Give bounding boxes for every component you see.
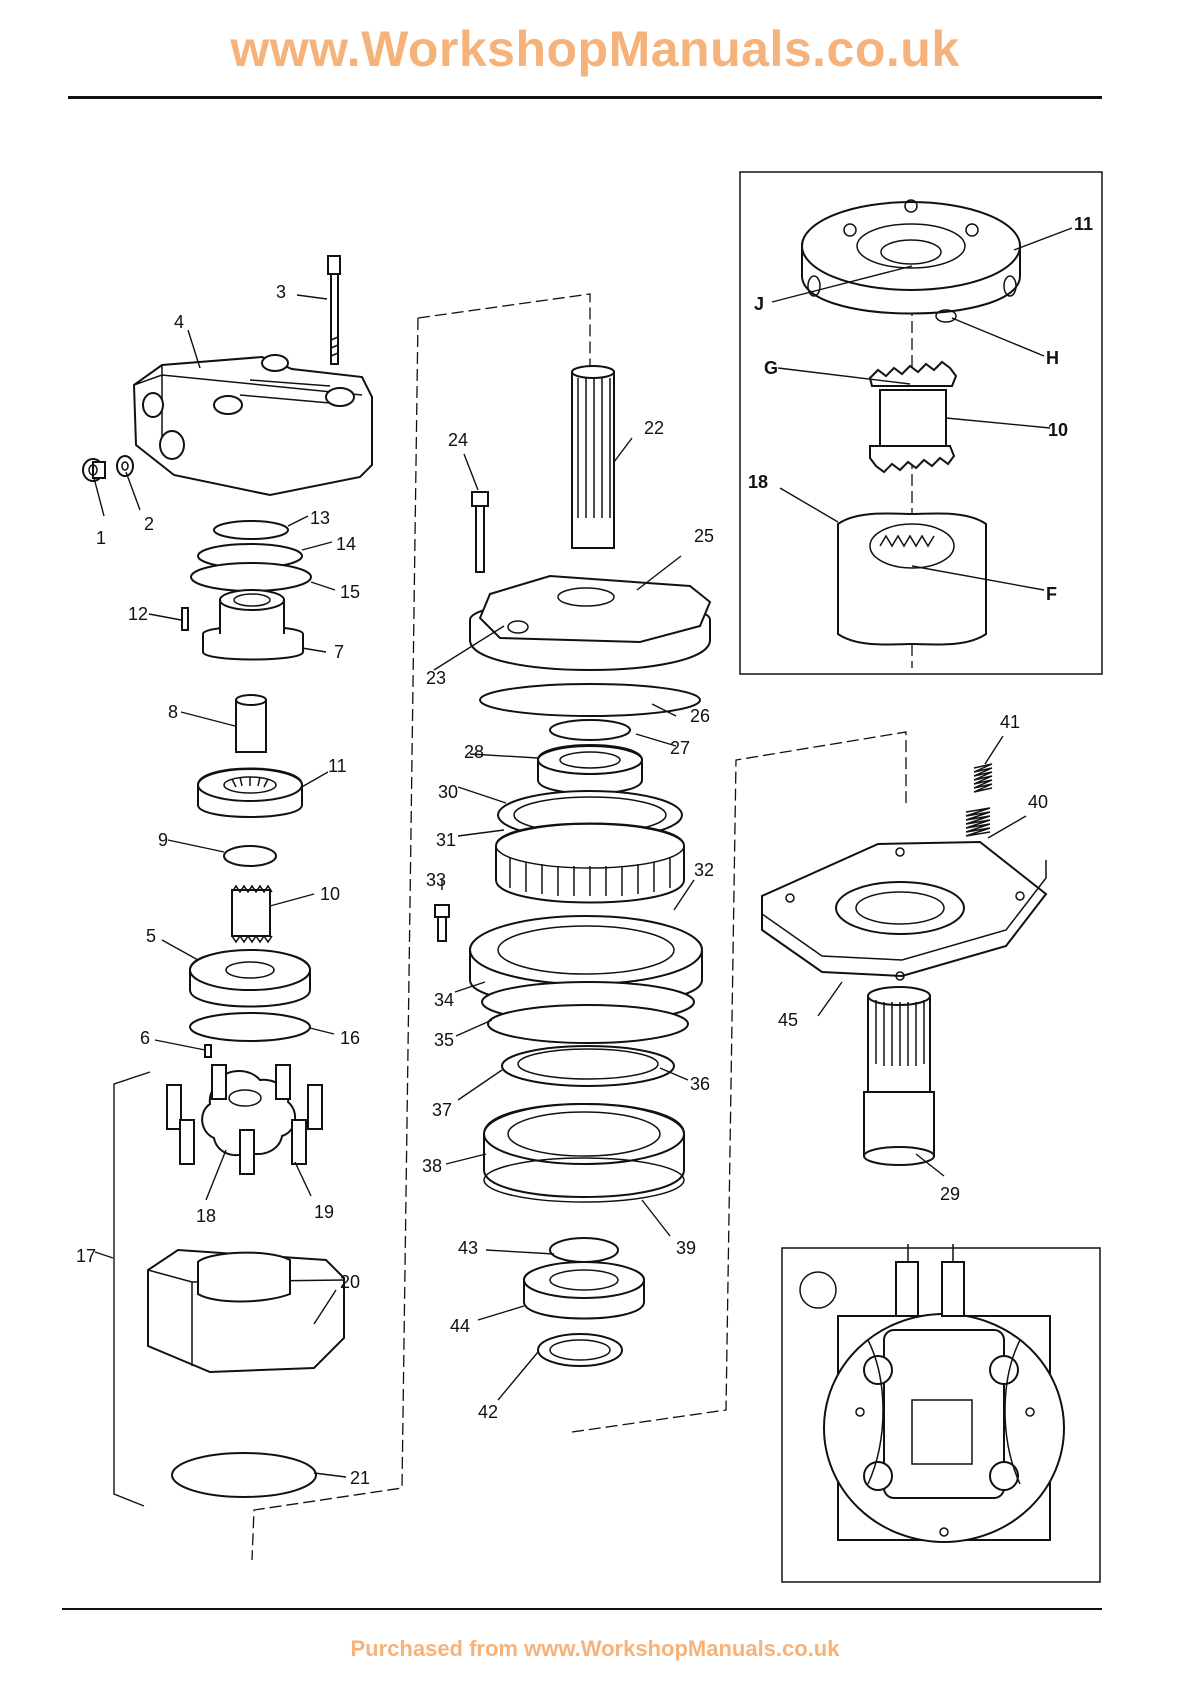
part-43-ring (550, 1238, 618, 1262)
inset-label-18: 18 (748, 472, 768, 492)
part-5-plate (190, 950, 310, 1007)
part-16-o-ring (190, 1013, 310, 1041)
part-35-ring (488, 1005, 688, 1043)
label-42: 42 (478, 1402, 498, 1422)
label-29: 29 (940, 1184, 960, 1204)
part-11-gear-ring (198, 769, 302, 818)
part-20-stator-housing (148, 1250, 344, 1372)
label-34: 34 (434, 990, 454, 1010)
part-21-o-ring (172, 1453, 316, 1497)
label-17: 17 (76, 1246, 96, 1266)
label-5: 5 (146, 926, 156, 946)
label-36: 36 (690, 1074, 710, 1094)
label-43: 43 (458, 1238, 478, 1258)
label-7: 7 (334, 642, 344, 662)
label-13: 13 (310, 508, 330, 528)
label-33: 33 (426, 870, 446, 890)
label-31: 31 (436, 830, 456, 850)
inset-part-10-gear (870, 362, 956, 472)
label-8: 8 (168, 702, 178, 722)
part-41-spring (974, 764, 992, 792)
inset-part-18-rotor (838, 513, 986, 644)
part-42-seal (538, 1334, 622, 1366)
label-21: 21 (350, 1468, 370, 1488)
label-15: 15 (340, 582, 360, 602)
label-22: 22 (644, 418, 664, 438)
part-4-valve-block (134, 355, 372, 495)
part-33-bolt (435, 905, 449, 941)
label-20: 20 (340, 1272, 360, 1292)
label-45: 45 (778, 1010, 798, 1030)
part-7-housing (203, 590, 303, 660)
part-13-ring (214, 521, 288, 539)
label-25: 25 (694, 526, 714, 546)
inset-label-11: 11 (1074, 214, 1093, 234)
part-2-washer (117, 456, 133, 476)
part-15-ring (191, 563, 311, 591)
label-37: 37 (432, 1100, 452, 1120)
inset-label-H: H (1046, 348, 1059, 368)
label-19: 19 (314, 1202, 334, 1222)
label-39: 39 (676, 1238, 696, 1258)
label-44: 44 (450, 1316, 470, 1336)
label-26: 26 (690, 706, 710, 726)
label-28: 28 (464, 742, 484, 762)
inset-label-J: J (754, 294, 764, 314)
part-17-group-bracket (114, 1072, 150, 1506)
part-1-plug (83, 459, 105, 481)
part-29-output-shaft (864, 987, 934, 1165)
label-24: 24 (448, 430, 468, 450)
label-18: 18 (196, 1206, 216, 1226)
inset-bottom-marker-circle (800, 1272, 836, 1308)
label-3: 3 (276, 282, 286, 302)
part-6-pin (205, 1045, 211, 1057)
inset-label-10: 10 (1048, 420, 1068, 440)
part-10-gear (232, 886, 272, 942)
part-31-ring-gear (496, 824, 684, 903)
part-40-spring (966, 808, 990, 836)
label-10: 10 (320, 884, 340, 904)
part-44-bearing (524, 1262, 644, 1319)
label-2: 2 (144, 514, 154, 534)
part-8-cylinder (236, 695, 266, 752)
label-30: 30 (438, 782, 458, 802)
assembly-line-center-top (418, 294, 590, 370)
part-9-ring (224, 846, 276, 866)
label-6: 6 (140, 1028, 150, 1048)
part-22-shaft (572, 366, 614, 548)
label-40: 40 (1028, 792, 1048, 812)
assembly-line-center-left (252, 318, 418, 1560)
label-32: 32 (694, 860, 714, 880)
part-24-bolt (472, 492, 488, 572)
label-23: 23 (426, 668, 446, 688)
footer-divider (62, 1608, 1102, 1610)
label-27: 27 (670, 738, 690, 758)
page-footer-text: Purchased from www.WorkshopManuals.co.uk (0, 1636, 1190, 1662)
part-3-bolt (328, 256, 340, 364)
part-27-ring (550, 720, 630, 740)
part-36-ring (502, 1046, 674, 1086)
inset-label-F: F (1046, 584, 1057, 604)
label-1: 1 (96, 528, 106, 548)
label-11: 11 (328, 756, 347, 776)
label-4: 4 (174, 312, 184, 332)
inset-label-G: G (764, 358, 778, 378)
inset-bottom-motor-top-view (824, 1244, 1064, 1542)
part-28-bearing (538, 745, 642, 794)
label-14: 14 (336, 534, 356, 554)
part-45-flange (762, 842, 1046, 980)
label-35: 35 (434, 1030, 454, 1050)
part-12-pin (182, 608, 188, 630)
part-38-seal (484, 1104, 684, 1197)
label-38: 38 (422, 1156, 442, 1176)
label-12: 12 (128, 604, 148, 624)
part-25-cover (470, 576, 710, 670)
inset-part-11-gear-ring (802, 200, 1020, 322)
label-41: 41 (1000, 712, 1020, 732)
label-9: 9 (158, 830, 168, 850)
label-16: 16 (340, 1028, 360, 1048)
